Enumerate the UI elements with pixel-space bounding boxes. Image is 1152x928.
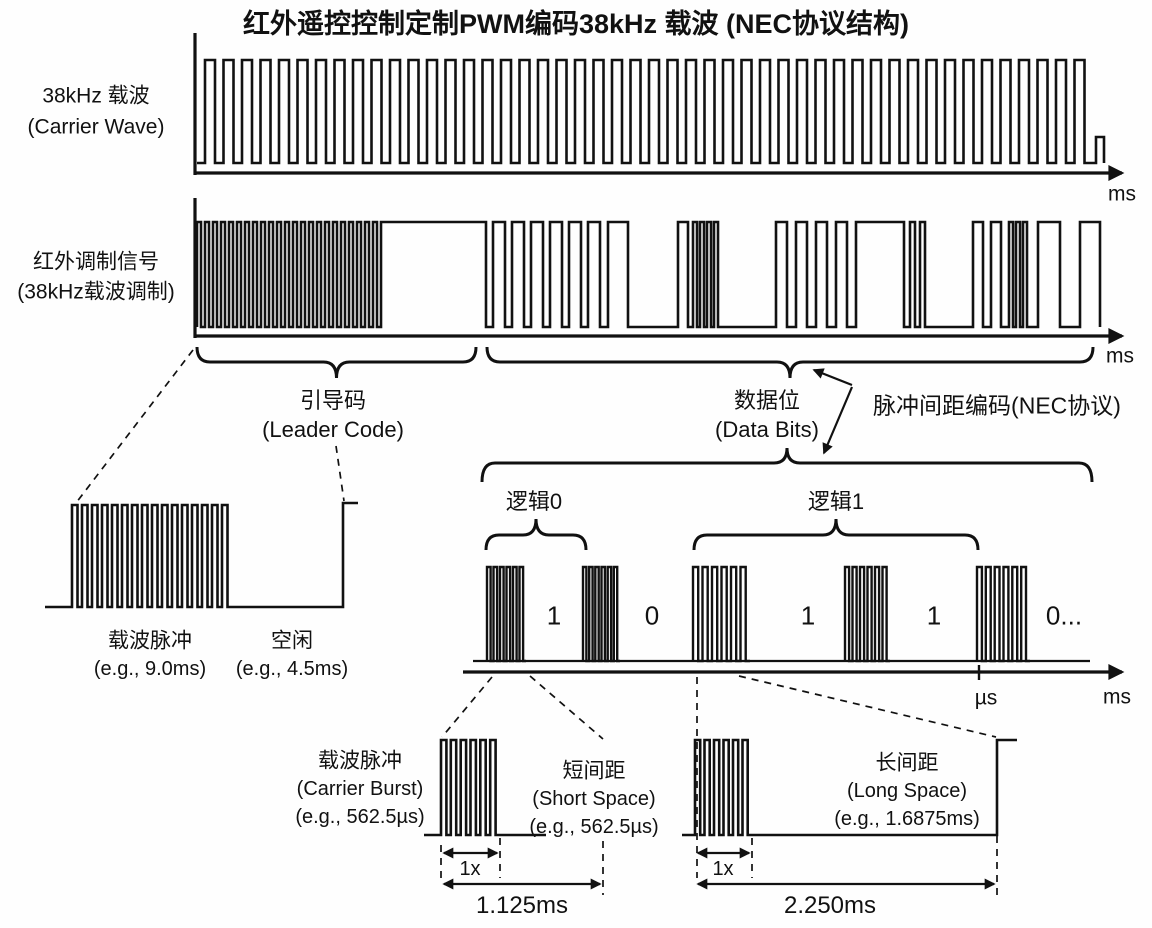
short-space-example: (e.g., 562.5µs) [529,816,659,838]
long-width-label: 1x [712,858,734,880]
long-space-example: (e.g., 1.6875ms) [834,808,980,830]
leader-code-label-en: (Leader Code) [262,416,404,442]
long-space-label-zh: 长间距 [875,751,939,775]
short-period-label: 1.125ms [475,891,569,919]
leader-idle-example: (e.g., 4.5ms) [235,658,349,680]
modulated-label-zh: 红外调制信号 [33,250,159,274]
bit-value: 1 [546,600,562,631]
carrier-wave-label-en: (Carrier Wave) [27,115,165,139]
data-bits-label-en: (Data Bits) [715,416,819,442]
bit-value: 0... [1045,600,1083,631]
carrier-burst-example: (e.g., 562.5µs) [295,806,425,828]
long-period-label: 2.250ms [783,891,877,919]
long-space-label-en: (Long Space) [846,780,968,802]
logic1-label: 逻辑1 [807,488,865,514]
bit-axis-unit-us: µs [974,686,998,710]
encoding-label: 脉冲间距编码(NEC协议) [873,392,1121,419]
short-space-label-en: (Short Space) [532,788,656,810]
leader-code-label-zh: 引导码 [299,387,367,413]
bit-axis-unit-ms: ms [1103,685,1131,709]
carrier-axis-unit: ms [1108,182,1136,206]
short-space-label-zh: 短间距 [562,759,626,783]
bit-value: 1 [800,600,816,631]
page-title: 红外遥控控制定制PWM编码38kHz 载波 (NEC协议结构) [242,9,910,40]
carrier-burst-label-zh: 载波脉冲 [318,749,402,773]
carrier-burst-label-en: (Carrier Burst) [296,778,424,800]
data-bits-label-zh: 数据位 [733,387,801,413]
leader-idle-label-zh: 空闲 [271,629,313,653]
carrier-wave-label-zh: 38kHz 载波 [42,84,150,108]
bit-value: 0 [644,600,660,631]
short-width-label: 1x [459,858,481,880]
modulated-axis-unit: ms [1106,344,1134,368]
leader-burst-example: (e.g., 9.0ms) [93,658,207,680]
leader-burst-label-zh: 载波脉冲 [108,629,192,653]
logic0-label: 逻辑0 [505,488,563,514]
bit-value: 1 [926,600,942,631]
modulated-label-en: (38kHz载波调制) [17,280,175,304]
